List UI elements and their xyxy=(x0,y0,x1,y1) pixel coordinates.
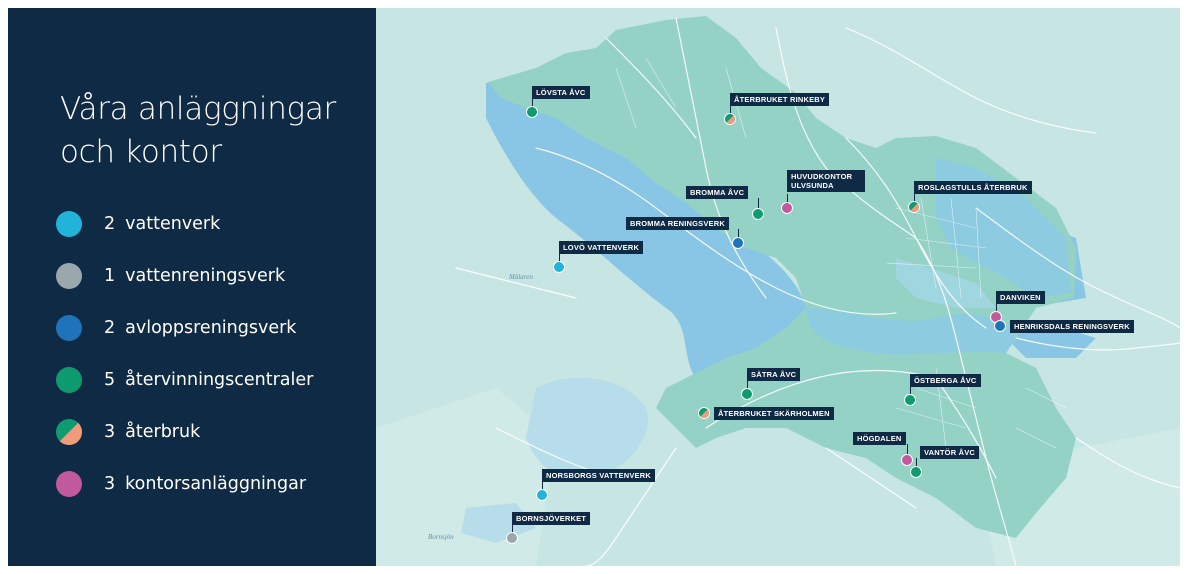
legend-list: 2 vattenverk 1 vattenreningsverk 2 avloppsr… xyxy=(56,198,366,510)
sewage-treatment-pin-icon xyxy=(732,237,744,249)
legend-count: 5 xyxy=(104,370,116,390)
title-line-2: och kontor xyxy=(60,134,222,170)
water-works-pin-icon xyxy=(536,489,548,501)
reuse-pin-icon xyxy=(724,113,736,125)
office-pin-icon xyxy=(781,202,793,214)
location-label: ROSLAGSTULLS ÅTERBRUK xyxy=(914,181,1032,194)
legend-label: återvinningscentraler xyxy=(125,370,314,390)
office-dot-icon xyxy=(56,471,82,497)
location-label: HÖGDALEN xyxy=(853,432,906,445)
location-label: DANVIKEN xyxy=(996,291,1045,304)
legend-item-kontorsanlaggningar: 3 kontorsanläggningar xyxy=(56,458,366,510)
legend-count: 2 xyxy=(104,318,116,338)
legend-item-aterbruk: 3 återbruk xyxy=(56,406,366,458)
recycling-centre-pin-icon xyxy=(526,106,538,118)
facilities-infographic: Våra anläggningar och kontor 2 vattenverk … xyxy=(8,8,1180,566)
water-works-pin-icon xyxy=(553,261,565,273)
location-label: NORSBORGS VATTENVERK xyxy=(542,469,655,482)
legend-item-atervinningscentraler: 5 återvinningscentraler xyxy=(56,354,366,406)
legend-label: vattenreningsverk xyxy=(125,266,286,286)
recycling-centre-pin-icon xyxy=(752,208,764,220)
legend-item-vattenverk: 2 vattenverk xyxy=(56,198,366,250)
sewage-treatment-dot-icon xyxy=(56,315,82,341)
recycling-centre-dot-icon xyxy=(56,367,82,393)
location-label: BROMMA ÅVC xyxy=(686,186,749,199)
title-line-1: Våra anläggningar xyxy=(60,91,337,127)
reuse-split-dot-icon xyxy=(56,419,82,445)
location-label: BROMMA RENINGSVERK xyxy=(626,217,729,230)
legend-label: kontorsanläggningar xyxy=(125,474,307,494)
panel-title: Våra anläggningar och kontor xyxy=(60,88,360,174)
location-label: ÖSTBERGA ÅVC xyxy=(910,374,981,387)
water-treatment-dot-icon xyxy=(56,263,82,289)
legend-item-vattenreningsverk: 1 vattenreningsverk xyxy=(56,250,366,302)
location-label: ÅTERBRUKET RINKEBY xyxy=(730,93,830,106)
legend-label: vattenverk xyxy=(125,214,221,234)
reuse-pin-icon xyxy=(908,201,920,213)
recycling-centre-pin-icon xyxy=(910,466,922,478)
location-label: BORNSJÖVERKET xyxy=(512,512,591,525)
legend-label: avloppsreningsverk xyxy=(125,318,297,338)
recycling-centre-pin-icon xyxy=(741,388,753,400)
legend-count: 1 xyxy=(104,266,116,286)
office-pin-icon xyxy=(901,454,913,466)
legend-count: 2 xyxy=(104,214,116,234)
legend-panel: Våra anläggningar och kontor 2 vattenverk … xyxy=(8,8,376,566)
stockholm-map[interactable]: Mälaren Bornsjön LÖVSTA ÅVC ÅTERBRUKET R… xyxy=(376,8,1180,566)
location-label: SÄTRA ÅVC xyxy=(747,368,801,381)
lake-label-bornsjon: Bornsjön xyxy=(428,533,454,541)
location-label: HENRIKSDALS RENINGSVERK xyxy=(1010,320,1134,333)
legend-label: återbruk xyxy=(125,422,201,442)
legend-item-avloppsreningsverk: 2 avloppsreningsverk xyxy=(56,302,366,354)
location-label: LÖVSTA ÅVC xyxy=(532,86,590,99)
recycling-centre-pin-icon xyxy=(904,394,916,406)
legend-count: 3 xyxy=(104,474,116,494)
water-treatment-pin-icon xyxy=(506,532,518,544)
location-label: ÅTERBRUKET SKÄRHOLMEN xyxy=(714,407,834,420)
water-works-dot-icon xyxy=(56,211,82,237)
location-label: HUVUDKONTOR ULVSUNDA xyxy=(787,170,865,192)
lake-label-malaren: Mälaren xyxy=(509,273,533,281)
location-label: VANTÖR ÅVC xyxy=(920,446,980,459)
reuse-pin-icon xyxy=(698,407,710,419)
map-base-layer xyxy=(376,8,1180,566)
legend-count: 3 xyxy=(104,422,116,442)
location-label: LOVÖ VATTENVERK xyxy=(559,241,644,254)
sewage-treatment-pin-icon xyxy=(994,320,1006,332)
